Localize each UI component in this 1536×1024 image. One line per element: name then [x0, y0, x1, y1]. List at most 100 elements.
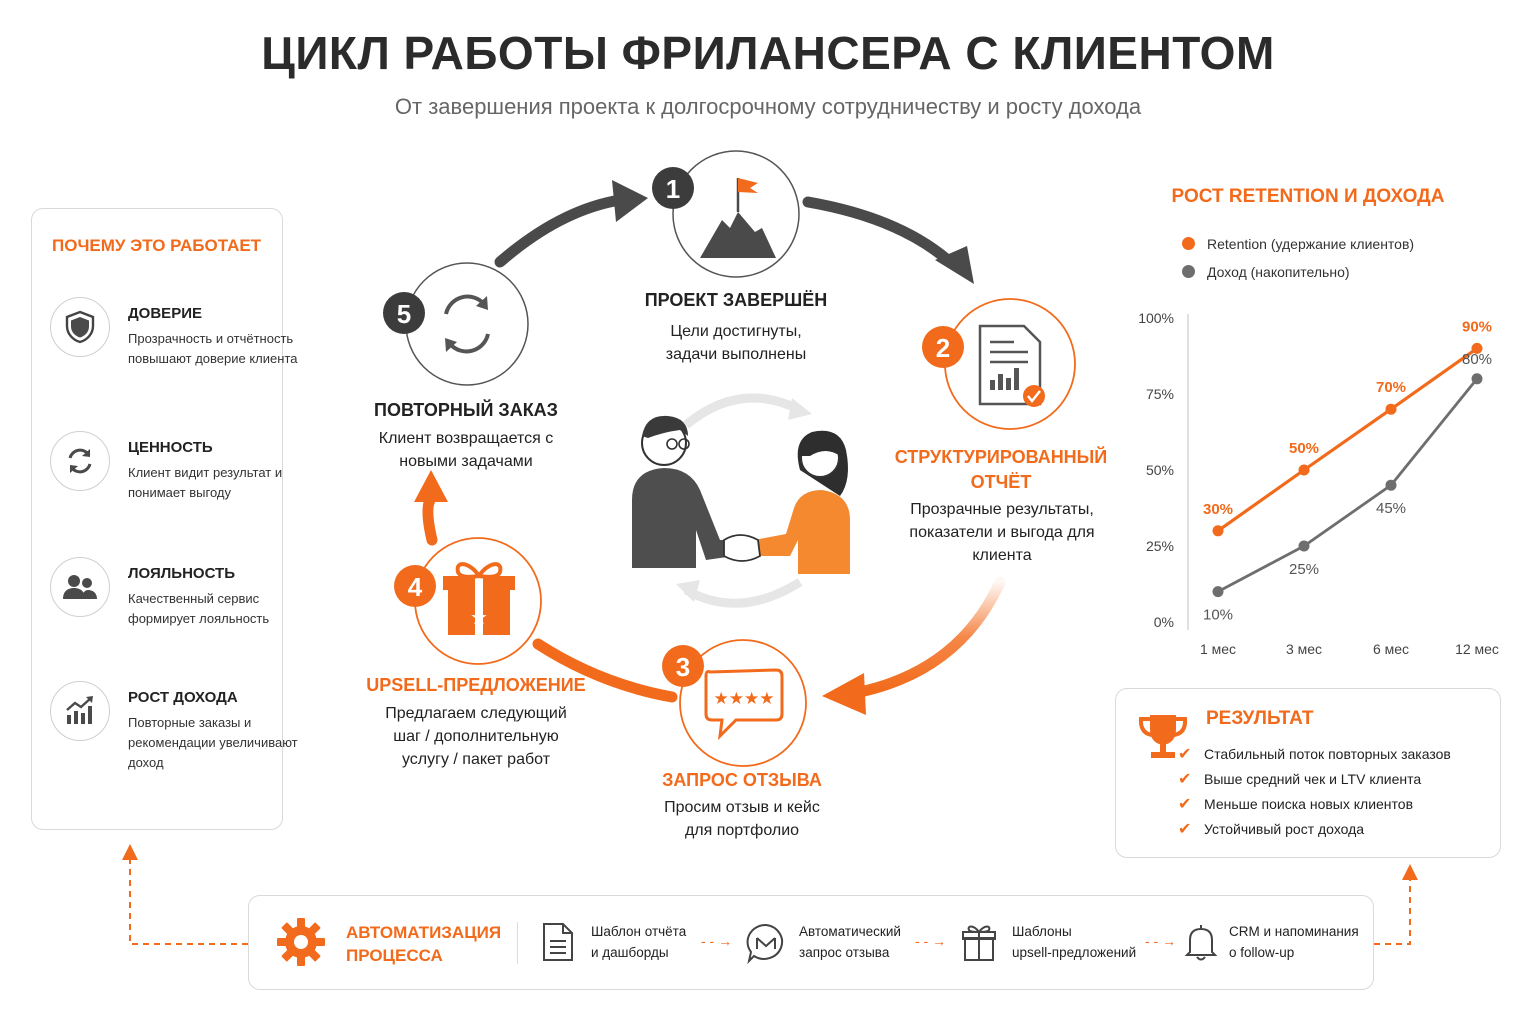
step-5-title: ПОВТОРНЫЙ ЗАКАЗ — [374, 400, 558, 420]
check-icon: ✔ — [1178, 796, 1192, 813]
result-item: ✔Меньше поиска новых клиентов — [1178, 796, 1414, 813]
step-2-number: 2 — [936, 333, 950, 363]
result-panel: РЕЗУЛЬТАТ ✔Стабильный поток повторных за… — [1115, 688, 1501, 858]
y-tick-label: 75% — [1146, 386, 1174, 402]
why-panel: ПОЧЕМУ ЭТО РАБОТАЕТ ДОВЕРИЕ Прозрачность… — [31, 208, 298, 830]
y-tick-label: 50% — [1146, 462, 1174, 478]
step-4-text: Предлагаем следующий шаг / дополнительну… — [385, 705, 567, 768]
users-icon — [50, 557, 110, 617]
step-3-number: 3 — [676, 652, 690, 682]
why-item-text: Повторные заказы и рекомендации увеличив… — [128, 715, 298, 770]
step-2-text: Прозрачные результаты, показатели и выго… — [909, 501, 1095, 564]
why-item-title: ЛОЯЛЬНОСТЬ — [128, 565, 235, 582]
cycle-arrowhead-4-5 — [414, 470, 448, 502]
why-item-title: ЦЕННОСТЬ — [128, 439, 213, 456]
data-label: 25% — [1289, 561, 1319, 578]
data-label: 10% — [1203, 607, 1233, 624]
legend-dot-retention — [1182, 237, 1195, 250]
cycle-arrow-3-4 — [532, 638, 678, 703]
step-2-badge — [922, 326, 964, 368]
x-tick-label: 3 мес — [1286, 641, 1322, 657]
data-point — [1212, 586, 1224, 598]
y-tick-label: 100% — [1138, 310, 1174, 326]
step-1-title: ПРОЕКТ ЗАВЕРШЁН — [644, 290, 828, 310]
step-5-number: 5 — [397, 299, 411, 329]
data-point — [1471, 373, 1483, 385]
data-label: 90% — [1462, 318, 1492, 335]
legend-label: Доход (накопительно) — [1207, 264, 1350, 280]
step-5-text: Клиент возвращается с новыми задачами — [378, 430, 554, 470]
cycle-arrows-icon — [444, 294, 490, 354]
divider — [517, 922, 518, 964]
data-point — [1298, 464, 1310, 476]
step-1-text: Цели достигнуты, задачи выполнены — [665, 323, 807, 363]
why-item-title: РОСТ ДОХОДА — [128, 689, 238, 706]
why-heading: ПОЧЕМУ ЭТО РАБОТАЕТ — [52, 236, 262, 255]
growth-chart-icon — [50, 681, 110, 741]
x-tick-label: 12 мес — [1455, 641, 1499, 657]
gear-icon — [277, 918, 325, 966]
cycle-arrow-1-2 — [802, 196, 956, 268]
step-5-badge — [383, 292, 425, 334]
svg-text:★★★★: ★★★★ — [714, 689, 775, 709]
dashed-arrow: - - → — [915, 933, 947, 949]
shield-icon — [50, 297, 110, 357]
data-point — [1298, 540, 1310, 552]
page-subtitle: От завершения проекта к долгосрочному со… — [394, 94, 1142, 119]
data-label: 50% — [1289, 440, 1319, 457]
svg-text:★: ★ — [470, 605, 488, 629]
gift-icon: ★ — [443, 562, 515, 636]
cycle-arrow-5-1 — [494, 194, 626, 268]
data-point — [1212, 525, 1224, 537]
why-item-text: Клиент видит результат и понимает выгоду — [128, 465, 283, 500]
automation-heading: АВТОМАТИЗАЦИЯ ПРОЦЕССА — [346, 923, 502, 965]
y-tick-label: 0% — [1154, 614, 1174, 630]
why-item-text: Прозрачность и отчётность повышают довер… — [128, 331, 298, 366]
trophy-icon — [1138, 715, 1188, 758]
why-item-text: Качественный сервис формирует лояльность — [128, 591, 270, 626]
result-item: ✔Стабильный поток повторных заказов — [1178, 746, 1451, 763]
data-point — [1471, 342, 1483, 354]
y-tick-label: 25% — [1146, 538, 1174, 554]
result-item: ✔Выше средний чек и LTV клиента — [1178, 771, 1422, 788]
step-4-badge — [394, 565, 436, 607]
result-item: ✔Устойчивый рост дохода — [1178, 821, 1365, 838]
step-3-badge — [662, 645, 704, 687]
mountain-flag-icon — [700, 178, 776, 258]
x-tick-label: 6 мес — [1373, 641, 1409, 657]
step-1-number: 1 — [666, 174, 680, 204]
step-4-number: 4 — [408, 572, 423, 602]
why-item-value: ЦЕННОСТЬ Клиент видит результат и понима… — [50, 431, 290, 521]
dashed-arrow: - - → — [1145, 933, 1177, 949]
review-bubble-icon: ★★★★ — [704, 668, 784, 741]
step-1-badge — [652, 167, 694, 209]
chart-title: РОСТ RETENTION И ДОХОДА — [1171, 186, 1445, 207]
data-point — [1385, 479, 1397, 491]
bell-icon — [1184, 925, 1218, 961]
series-line-income — [1217, 377, 1479, 593]
step-3-title: ЗАПРОС ОТЗЫВА — [662, 770, 822, 790]
page-title: ЦИКЛ РАБОТЫ ФРИЛАНСЕРА С КЛИЕНТОМ — [261, 27, 1275, 79]
document-icon — [543, 923, 573, 961]
dashed-arrow: - - → — [701, 933, 733, 949]
result-heading: РЕЗУЛЬТАТ — [1206, 708, 1314, 729]
series-line-retention — [1217, 347, 1478, 533]
cycle-arrowhead-1-2 — [935, 246, 974, 284]
gift-outline-icon — [962, 925, 996, 961]
report-document-icon — [978, 324, 1045, 407]
check-icon: ✔ — [1178, 771, 1192, 788]
legend-item-retention: Retention (удержание клиентов) — [1182, 236, 1414, 252]
refresh-icon — [50, 431, 110, 491]
mail-bubble-icon — [746, 923, 784, 964]
data-label: 45% — [1376, 500, 1406, 517]
why-item-trust: ДОВЕРИЕ Прозрачность и отчётность повыша… — [50, 297, 297, 387]
legend-dot-income — [1182, 265, 1195, 278]
